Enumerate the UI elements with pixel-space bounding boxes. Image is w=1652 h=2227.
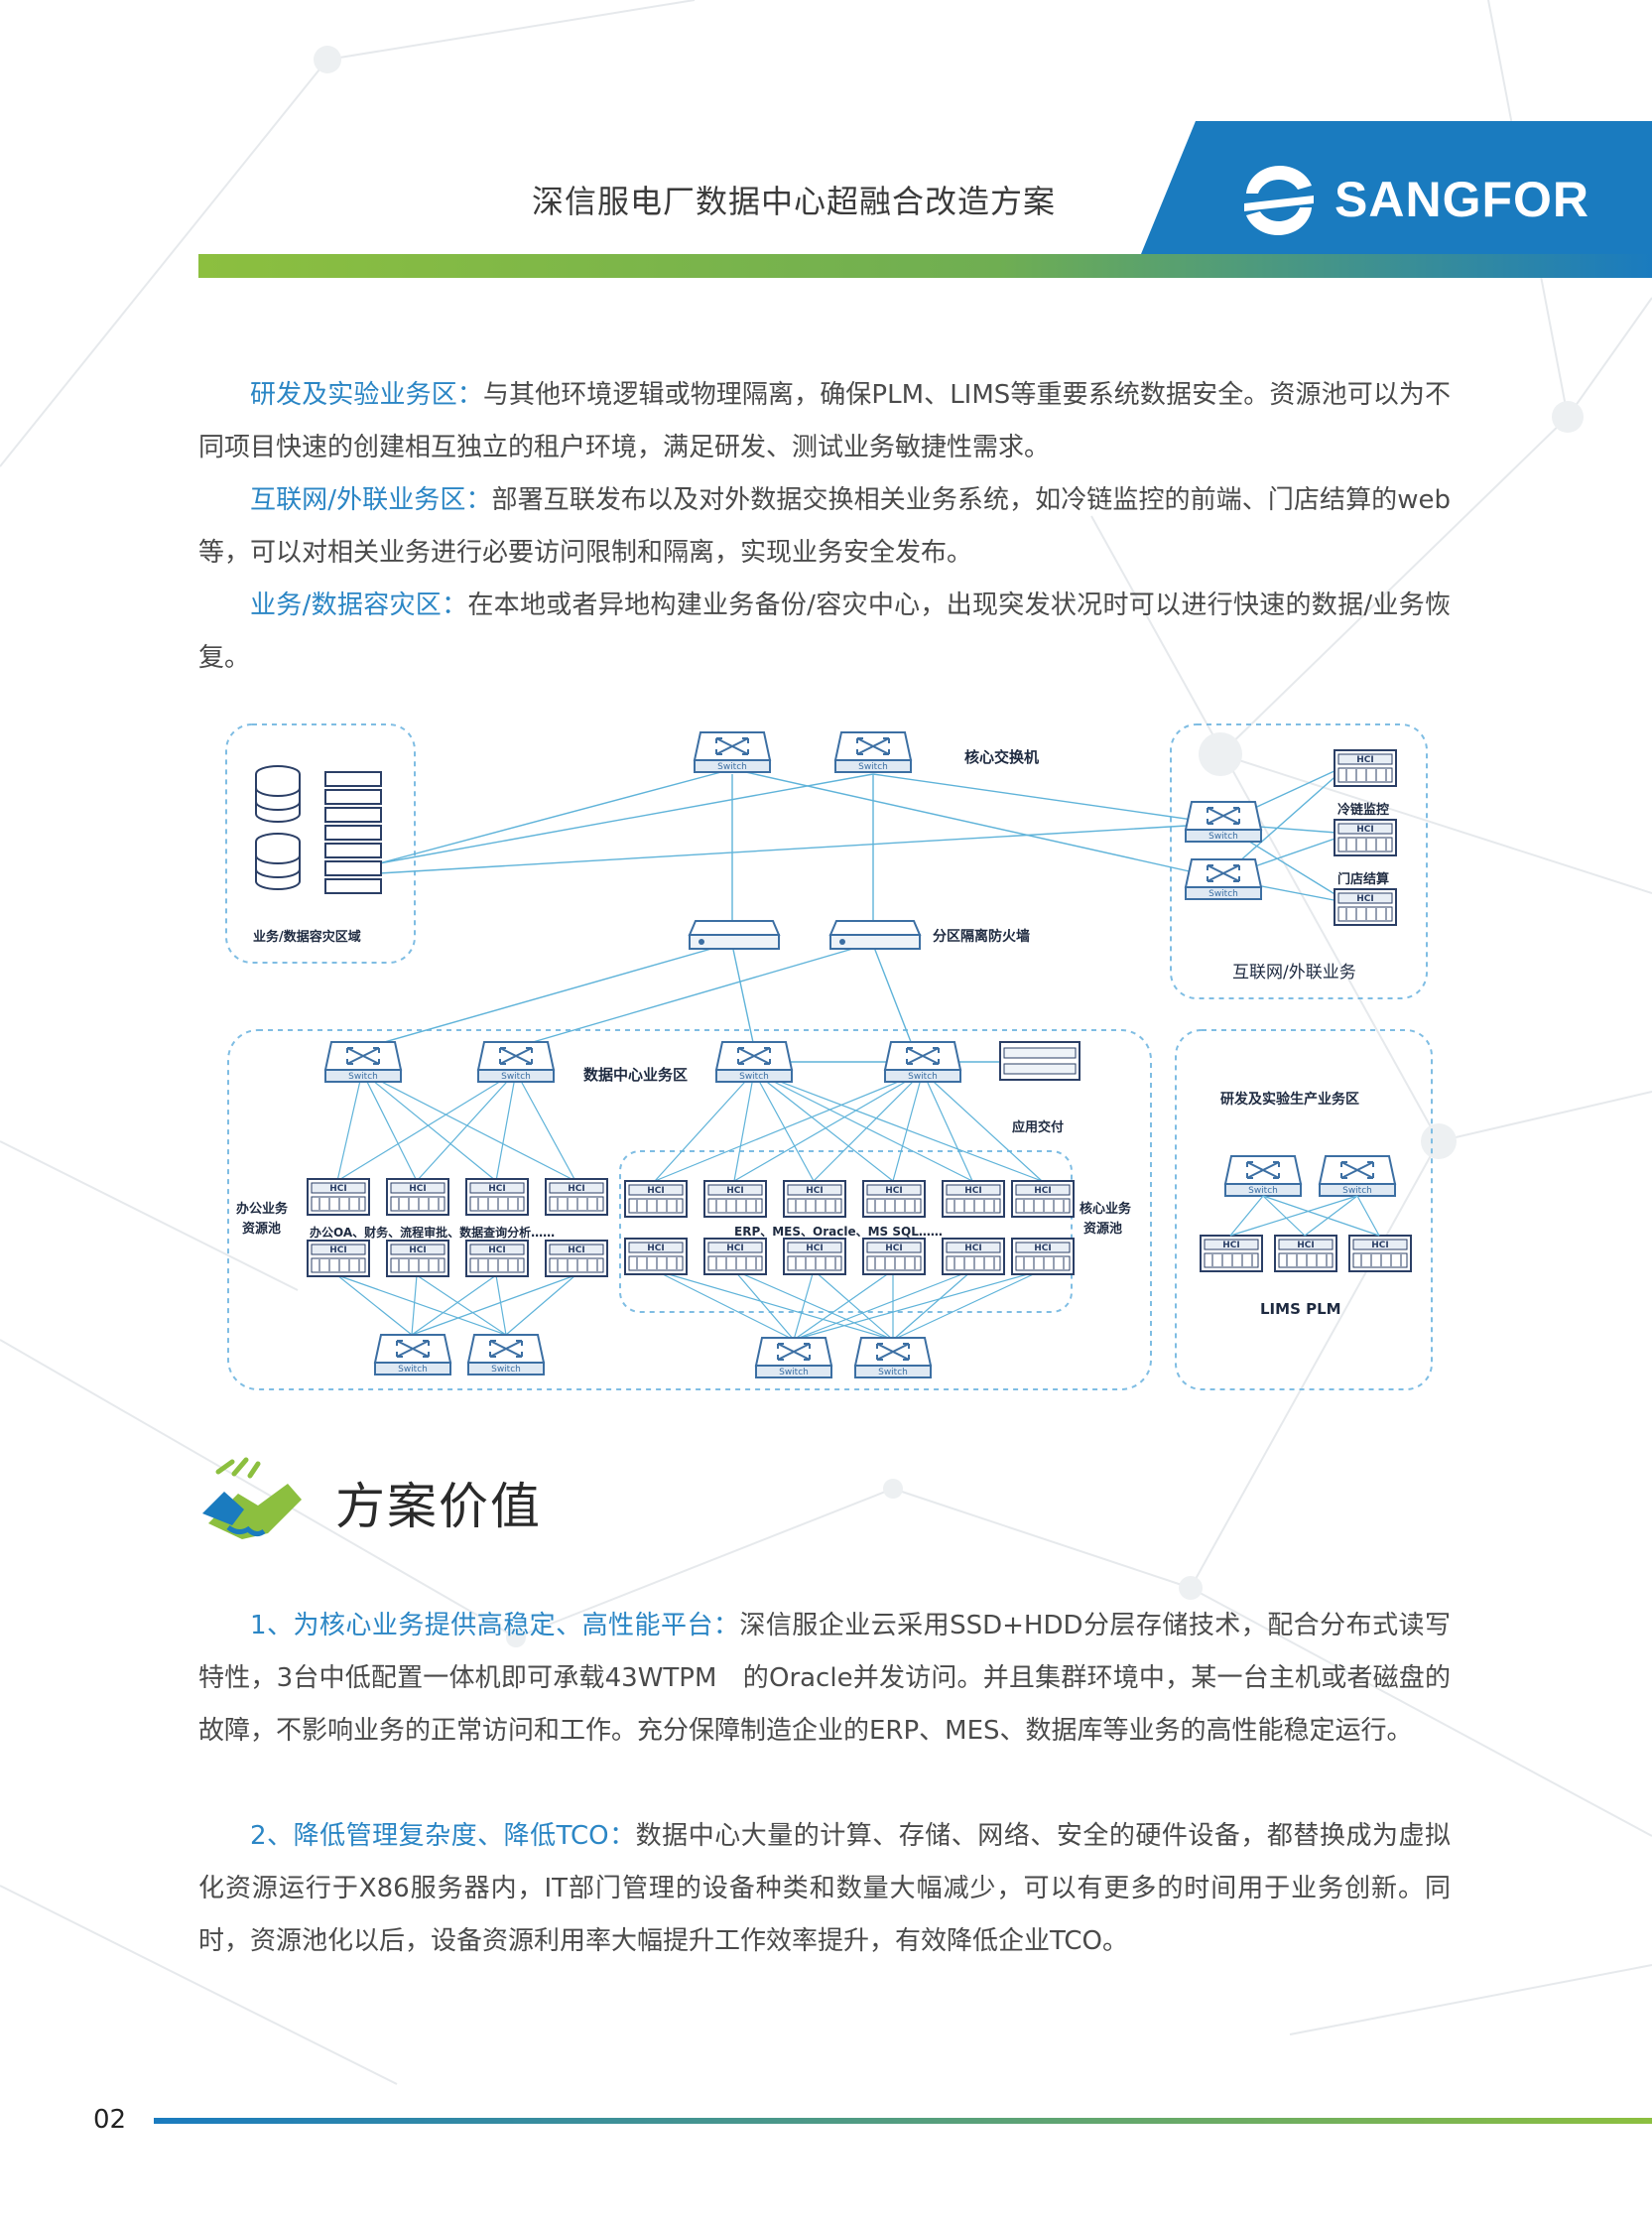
switch-label: Switch <box>348 1072 378 1082</box>
paragraph-text: 部署互联发布以及对外数据交换相关业务系统，如冷链监控的前端、门店结算的web等，… <box>198 485 1451 568</box>
hci-label: HCI <box>329 1245 347 1255</box>
paragraph-lead: 1、为核心业务提供高稳定、高性能平台： <box>250 1611 740 1640</box>
hci-label: HCI <box>1356 755 1374 765</box>
app-delivery-device-icon <box>999 1041 1080 1081</box>
paragraph-text: 深信服企业云采用SSD+HDD分层存储技术，配合分布式读写特性，3台中低配置一体… <box>198 1611 1452 1746</box>
network-architecture-diagram: 核心交换机 业务/数据容灾区域 分区隔离防火墙 互联网/外联业务 冷链监控 门店… <box>225 723 1433 1390</box>
paragraph-internet-zone: 互联网/外联业务区：部署互联发布以及对外数据交换相关业务系统，如冷链监控的前端、… <box>198 474 1451 580</box>
label-core-pool-1: 核心业务 <box>1080 1201 1132 1217</box>
hci-label: HCI <box>885 1244 903 1253</box>
paragraph-lead: 研发及实验业务区： <box>250 380 483 410</box>
label-lims-plm: LIMS PLM <box>1260 1300 1341 1318</box>
label-office-pool-2: 资源池 <box>242 1221 281 1237</box>
switch-label: Switch <box>717 762 747 772</box>
hci-label: HCI <box>1034 1244 1052 1253</box>
switch-label: Switch <box>1248 1186 1278 1196</box>
hci-label: HCI <box>1222 1241 1240 1250</box>
paragraph-text: 数据中心大量的计算、存储、网络、安全的硬件设备，都替换成为虚拟化资源运行于X86… <box>198 1821 1451 1956</box>
label-core-apps: ERP、MES、Oracle、MS SQL…… <box>734 1225 943 1239</box>
switch-label: Switch <box>858 762 888 772</box>
dr-storage-icon <box>255 765 382 894</box>
hci-label: HCI <box>885 1186 903 1196</box>
switch-label: Switch <box>501 1072 531 1082</box>
paragraph-lead: 互联网/外联业务区： <box>250 485 492 515</box>
paragraph-lead: 业务/数据容灾区： <box>250 590 468 620</box>
switch-label: Switch <box>908 1072 938 1082</box>
switch-label: Switch <box>1208 832 1238 842</box>
label-store-settle: 门店结算 <box>1337 871 1389 887</box>
hci-label: HCI <box>488 1184 506 1194</box>
hci-label: HCI <box>568 1245 585 1255</box>
label-cold-chain: 冷链监控 <box>1337 802 1389 818</box>
hci-label: HCI <box>806 1186 824 1196</box>
switch-label: Switch <box>491 1365 521 1375</box>
label-firewall: 分区隔离防火墙 <box>933 928 1030 945</box>
label-core-switch: 核心交换机 <box>964 748 1039 766</box>
page-number: 02 <box>93 2105 127 2135</box>
switch-label: Switch <box>779 1368 809 1377</box>
label-core-pool-2: 资源池 <box>1083 1221 1122 1237</box>
document-header-title: 深信服电厂数据中心超融合改造方案 <box>531 183 1056 220</box>
hci-label: HCI <box>1371 1241 1389 1250</box>
hci-label: HCI <box>329 1184 347 1194</box>
sangfor-logo-text: SANGFOR <box>1334 172 1589 227</box>
paragraph-value-1: 1、为核心业务提供高稳定、高性能平台：深信服企业云采用SSD+HDD分层存储技术… <box>198 1600 1451 1758</box>
paragraph-dr-zone: 业务/数据容灾区：在本地或者异地构建业务备份/容灾中心，出现突发状况时可以进行快… <box>198 580 1451 685</box>
switch-label: Switch <box>398 1365 428 1375</box>
hci-label: HCI <box>964 1186 982 1196</box>
section-title: 方案价值 <box>335 1478 542 1535</box>
switch-label: Switch <box>739 1072 769 1082</box>
hci-label: HCI <box>1356 894 1374 904</box>
hci-label: HCI <box>1356 825 1374 835</box>
hci-label: HCI <box>1034 1186 1052 1196</box>
header-gradient-bar <box>198 254 1652 278</box>
handshake-icon <box>202 1457 302 1539</box>
label-dc-zone: 数据中心业务区 <box>583 1066 688 1084</box>
hci-label: HCI <box>409 1245 427 1255</box>
paragraph-rd-zone: 研发及实验业务区：与其他环境逻辑或物理隔离，确保PLM、LIMS等重要系统数据安… <box>198 369 1451 474</box>
switch-label: Switch <box>1208 889 1238 899</box>
label-dr-zone: 业务/数据容灾区域 <box>253 929 361 945</box>
label-app-delivery: 应用交付 <box>1012 1119 1064 1135</box>
hci-label: HCI <box>806 1244 824 1253</box>
switch-label: Switch <box>1342 1186 1372 1196</box>
label-office-apps: 办公OA、财务、流程审批、数据查询分析…… <box>310 1225 555 1240</box>
hci-label: HCI <box>568 1184 585 1194</box>
label-rd-zone: 研发及实验生产业务区 <box>1220 1091 1359 1108</box>
hci-label: HCI <box>647 1244 665 1253</box>
paragraph-lead: 2、降低管理复杂度、降低TCO： <box>250 1821 636 1851</box>
hci-label: HCI <box>488 1245 506 1255</box>
paragraph-text: 与其他环境逻辑或物理隔离，确保PLM、LIMS等重要系统数据安全。资源池可以为不… <box>198 380 1451 462</box>
switch-label: Switch <box>878 1368 908 1377</box>
label-internet-zone: 互联网/外联业务 <box>1232 963 1356 982</box>
label-office-pool-1: 办公业务 <box>236 1201 289 1217</box>
hci-label: HCI <box>964 1244 982 1253</box>
hci-label: HCI <box>647 1186 665 1196</box>
footer-gradient-bar <box>154 2118 1652 2124</box>
paragraph-value-2: 2、降低管理复杂度、降低TCO：数据中心大量的计算、存储、网络、安全的硬件设备，… <box>198 1810 1451 1968</box>
paragraph-text: 在本地或者异地构建业务备份/容灾中心，出现突发状况时可以进行快速的数据/业务恢复… <box>198 590 1451 673</box>
hci-label: HCI <box>726 1186 744 1196</box>
hci-label: HCI <box>1297 1241 1315 1250</box>
sangfor-logo-icon <box>1244 165 1314 236</box>
hci-label: HCI <box>409 1184 427 1194</box>
hci-label: HCI <box>726 1244 744 1253</box>
